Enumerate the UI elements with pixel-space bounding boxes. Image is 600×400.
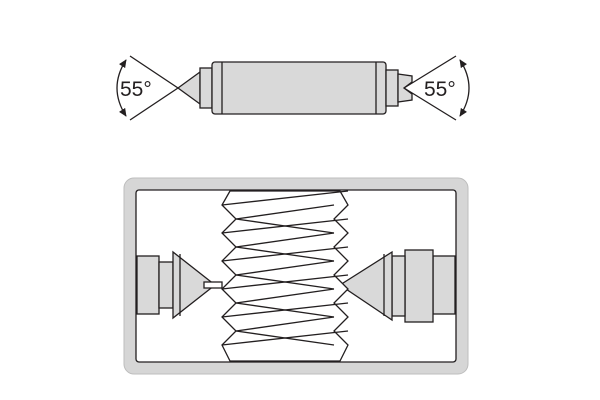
right-notch — [385, 69, 413, 107]
anvil-body — [211, 61, 387, 115]
threaded-screw — [221, 190, 349, 362]
right-anvil — [338, 249, 456, 323]
left-anvil — [136, 250, 223, 320]
thread-measurement-view — [123, 177, 469, 375]
left-angle-label: 55° — [120, 78, 152, 101]
left-angle-indicator: 55° — [116, 55, 179, 121]
left-cone — [176, 67, 213, 109]
right-angle-label: 55° — [424, 78, 456, 101]
right-angle-indicator: 55° — [403, 55, 470, 121]
anvil-top-view: 55° 55° — [116, 55, 470, 121]
